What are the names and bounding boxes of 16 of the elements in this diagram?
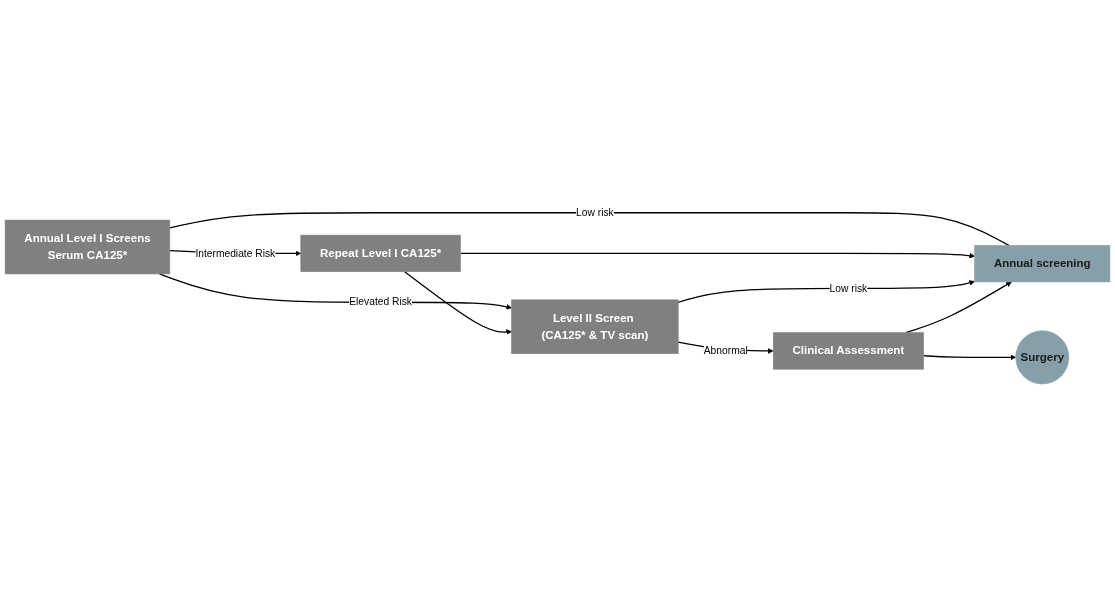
node-circle: Surgery bbox=[1015, 330, 1070, 385]
node-box: Level II Screen (CA125* & TV scan) bbox=[511, 299, 679, 354]
arrow bbox=[677, 280, 975, 303]
edge-label: Intermediate Risk bbox=[195, 247, 276, 259]
edge-label: Elevated Risk bbox=[349, 296, 412, 308]
edge-label: Low risk bbox=[829, 282, 868, 294]
edge-label: Abnormal bbox=[703, 345, 748, 357]
connector bbox=[169, 212, 1010, 247]
node-box: Repeat Level I CA125* bbox=[300, 234, 461, 272]
arrow bbox=[459, 252, 975, 259]
edge-label: Low risk bbox=[576, 206, 614, 218]
node-box: Annual Level I Screens Serum CA125* bbox=[4, 219, 171, 275]
arrow bbox=[922, 354, 1016, 361]
arrow bbox=[404, 271, 512, 335]
node-box: Annual screening bbox=[974, 245, 1111, 283]
node-box: Clinical Assessment bbox=[772, 332, 924, 370]
